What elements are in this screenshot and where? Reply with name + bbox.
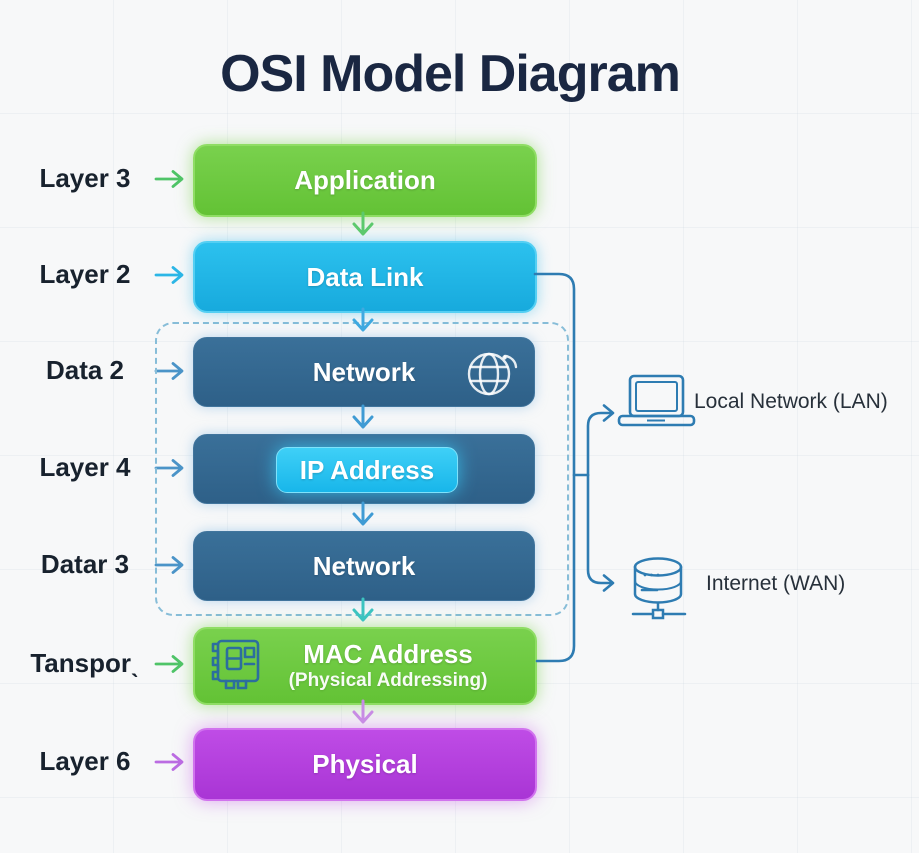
wan-branch-line: [586, 473, 613, 585]
right-arrow-icon: [154, 459, 184, 477]
laptop-icon: [617, 374, 696, 427]
right-arrow-icon: [154, 753, 184, 771]
lan-arrowhead-icon: [602, 404, 615, 422]
down-arrow-icon: [352, 699, 374, 724]
box-application-label: Application: [294, 165, 436, 195]
box-network-2-label: Network: [312, 550, 416, 581]
down-arrow-icon: [352, 404, 374, 429]
down-arrow-icon: [352, 597, 374, 622]
right-arrow-icon: [154, 266, 184, 284]
network-card-icon: [211, 639, 260, 690]
layer-label-7: Layer 6: [39, 746, 131, 776]
layer-label-3: Data 2: [45, 355, 125, 385]
box-network-1: Network: [193, 337, 535, 407]
layer-label-1: Layer 3: [39, 163, 131, 193]
box-physical: Physical: [193, 728, 537, 801]
wan-arrowhead-icon: [602, 574, 615, 592]
box-network-2: Network: [193, 531, 535, 601]
box-network-1-label: Network: [312, 356, 416, 387]
ip-address-label: IP Address: [299, 454, 435, 485]
box-mac-address-sublabel: (Physical Addressing): [288, 670, 488, 692]
down-arrow-icon: [352, 307, 374, 332]
box-physical-label: Physical: [312, 749, 418, 779]
server-icon: [631, 557, 687, 620]
wan-annotation: Internet (WAN): [706, 572, 846, 595]
down-arrow-icon: [352, 501, 374, 526]
right-arrow-icon: [154, 556, 184, 574]
right-arrow-icon: [154, 655, 184, 673]
box-mac-address-label: MAC Address: [303, 639, 473, 670]
layer-label-2: Layer 2: [39, 259, 131, 289]
layer-label-4: Layer 4: [39, 452, 131, 482]
ip-address-pill: IP Address: [276, 447, 458, 493]
box-data-link: Data Link: [193, 241, 537, 313]
box-mac-address: MAC Address (Physical Addressing): [193, 627, 537, 705]
down-arrow-icon: [352, 211, 374, 236]
right-arrow-icon: [154, 170, 184, 188]
lan-annotation: Local Network (LAN): [694, 390, 888, 413]
layer-label-5: Datar 3: [40, 549, 130, 579]
box-application: Application: [193, 144, 537, 217]
box-ip-address: IP Address: [193, 434, 535, 504]
globe-signal-icon: [467, 352, 518, 396]
page-title: OSI Model Diagram: [220, 45, 681, 103]
right-arrow-icon: [154, 362, 184, 380]
lan-branch-line: [586, 411, 613, 477]
layer-label-6: Tansporˎ: [30, 648, 140, 678]
box-data-link-label: Data Link: [306, 261, 424, 292]
